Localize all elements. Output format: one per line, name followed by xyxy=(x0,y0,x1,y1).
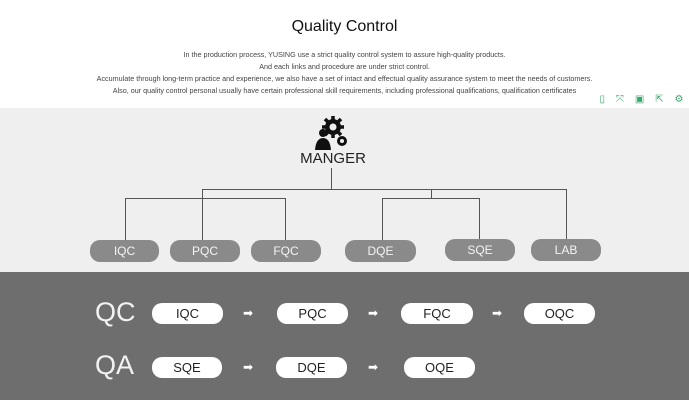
arrow-icon: ➡ xyxy=(492,306,503,320)
qa-step-sqe: SQE xyxy=(152,357,222,378)
connector-line xyxy=(125,198,126,242)
arrow-icon: ➡ xyxy=(368,306,379,320)
connector-line xyxy=(382,198,480,199)
connector-line xyxy=(479,198,480,242)
dept-fqc: FQC xyxy=(251,240,321,262)
qc-step-pqc: PQC xyxy=(277,303,348,324)
intro-line: Also, our quality control personal usual… xyxy=(112,86,577,95)
arrow-icon: ➡ xyxy=(243,306,254,320)
qc-step-oqc: OQC xyxy=(524,303,595,324)
manager-gear-icon xyxy=(315,116,347,150)
share-icon[interactable]: ⇱ xyxy=(655,94,664,105)
connector-line xyxy=(125,198,286,199)
dept-dqe: DQE xyxy=(345,240,416,262)
connector-line xyxy=(431,189,432,199)
manager-label: MANGER xyxy=(300,150,366,167)
dept-iqc: IQC xyxy=(90,240,159,262)
dept-lab: LAB xyxy=(531,239,601,261)
mobile-icon[interactable]: ▯ xyxy=(599,94,605,105)
connector-line xyxy=(285,198,286,242)
qa-label: QA xyxy=(95,350,135,380)
intro-line: Accumulate through long-term practice an… xyxy=(96,74,593,83)
save-icon[interactable]: ▣ xyxy=(634,94,645,105)
connector-line xyxy=(202,189,203,242)
arrow-icon: ➡ xyxy=(243,360,254,374)
qc-step-fqc: FQC xyxy=(401,303,473,324)
qc-label: QC xyxy=(95,297,136,327)
expand-icon[interactable]: ⤧ xyxy=(615,94,624,105)
qa-step-dqe: DQE xyxy=(276,357,347,378)
process-flow xyxy=(0,272,689,400)
page-title: Quality Control xyxy=(291,18,398,35)
settings-icon[interactable]: ⚙ xyxy=(674,94,684,105)
dept-pqc: PQC xyxy=(170,240,240,262)
connector-line xyxy=(331,168,332,190)
connector-line xyxy=(202,189,566,190)
qc-step-iqc: IQC xyxy=(152,303,223,324)
floating-toolbar: ▯ ⤧ ▣ ⇱ ⚙ xyxy=(594,92,689,108)
connector-line xyxy=(566,189,567,242)
connector-line xyxy=(382,198,383,242)
intro-line: And each links and procedure are under s… xyxy=(259,62,430,71)
intro-line: In the production process, YUSING use a … xyxy=(183,50,506,59)
arrow-icon: ➡ xyxy=(368,360,379,374)
dept-sqe: SQE xyxy=(445,239,515,261)
qa-step-oqe: OQE xyxy=(404,357,475,378)
